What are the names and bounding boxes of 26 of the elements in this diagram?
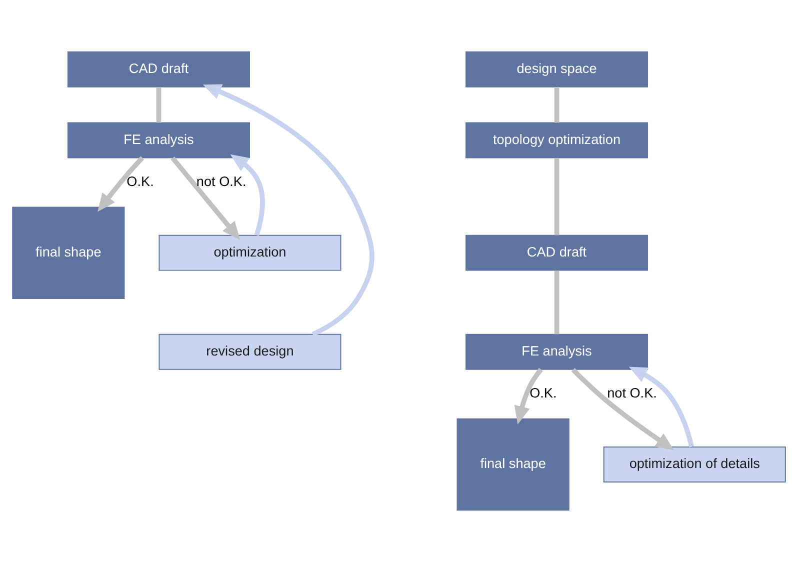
connector <box>554 270 560 334</box>
arrow <box>514 367 543 424</box>
arrow <box>571 367 674 450</box>
arrow <box>230 154 265 236</box>
connector <box>156 86 162 122</box>
node-box: optimization of details <box>603 446 786 482</box>
arrow <box>98 156 144 212</box>
node-box: CAD draft <box>67 50 250 87</box>
connector <box>554 158 560 235</box>
edge-label: not O.K. <box>607 385 657 400</box>
edge-label: O.K. <box>126 174 154 189</box>
arrow <box>628 366 694 447</box>
node-box: design space <box>466 50 648 87</box>
node-box: revised design <box>158 333 342 370</box>
arrow <box>202 84 374 336</box>
node-box: FE analysis <box>67 122 250 158</box>
edge-label: not O.K. <box>196 174 246 189</box>
arrow <box>170 156 240 240</box>
connector <box>554 86 560 122</box>
node-box: CAD draft <box>466 234 648 270</box>
node-box: topology optimization <box>466 122 648 158</box>
edge-label: O.K. <box>530 385 557 400</box>
node-box: optimization <box>158 234 342 270</box>
node-box: FE analysis <box>466 333 648 370</box>
node-box: final shape <box>456 418 570 510</box>
node-box: final shape <box>12 206 125 298</box>
